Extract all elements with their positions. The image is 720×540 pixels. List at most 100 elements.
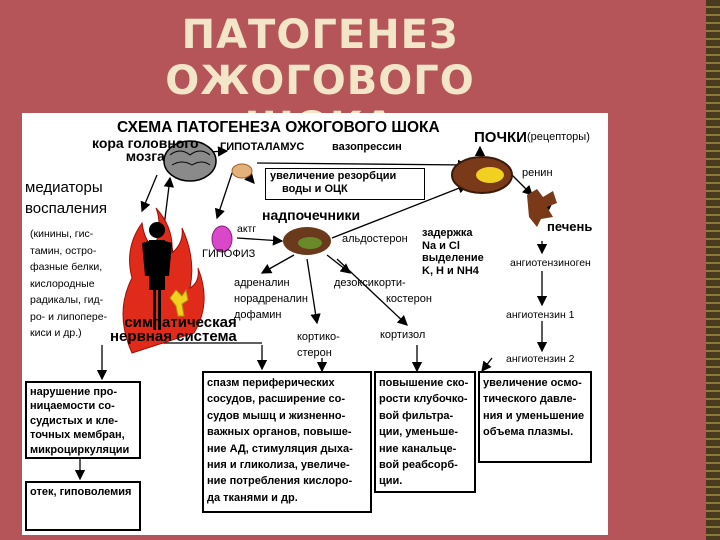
mediators-list-item: ро- и липопере-: [30, 310, 108, 323]
filtration-line: вой реабсорб-: [379, 459, 458, 472]
edema-box: отек, гиповолемия: [25, 481, 141, 531]
filtration-line: рости клубочко-: [379, 393, 468, 406]
arrow-hypophysis-adrenals: [236, 235, 284, 246]
cortex-label: кора головного мозга: [92, 135, 199, 164]
retention-label: задержка Na и Cl выделение K, H и NH4: [422, 227, 484, 277]
arrow-hypothalamus-kidneys: [256, 159, 469, 171]
aldosterone-label: альдостерон: [342, 233, 408, 245]
liver-label: печень: [547, 219, 593, 234]
kidneys-label: ПОЧКИ: [474, 129, 527, 146]
filtration-box: повышение ско- рости клубочко- вой фильт…: [374, 371, 476, 493]
spasm-line: ния и гликолиза, увеличе-: [207, 459, 350, 472]
arrow-adrenals-doc: [326, 254, 352, 274]
spasm-line: спазм периферических: [207, 377, 335, 389]
brain-icon: [163, 140, 217, 182]
spasm-line: ние АД, стимуляция дыха-: [207, 442, 353, 455]
mediators-list-item: радикалы, гид-: [30, 294, 104, 306]
spasm-line: да тканями и др.: [207, 491, 298, 504]
spasm-line: сосудов, расширение со-: [207, 393, 346, 406]
retention-line-4: K, H и NH4: [422, 264, 479, 277]
cortisol-label: кортизол: [380, 329, 426, 341]
mediators-list-item: кислородные: [30, 277, 95, 290]
angiotensin2-label: ангиотензин 2: [506, 353, 575, 365]
sympathetic-line-1: симпатическая: [124, 314, 237, 331]
hypothalamus-icon: [231, 163, 253, 179]
scheme-panel: СХЕМА ПАТОГЕНЕЗА ОЖОГОВОГО ШОКА кора гол…: [22, 113, 608, 535]
burning-figure-icon: [122, 207, 205, 354]
hypophysis-label: ГИПОФИЗ: [202, 248, 256, 260]
dopamine-line: дофамин: [234, 309, 282, 321]
permeability-line: ницаемости со-: [30, 400, 115, 413]
spasm-line: судов мышц и жизненно-: [207, 409, 346, 422]
permeability-box: нарушение про- ницаемости со- судистых и…: [25, 381, 141, 459]
mediators-list-item: фазные белки,: [30, 261, 103, 273]
mediators-list-item: (кинины, гис-: [30, 228, 94, 240]
corticosterone-line-2: стерон: [297, 347, 332, 359]
deoxycorticosterone-line-1: дезоксикорти-: [334, 277, 406, 289]
receptors-label: (рецепторы): [527, 131, 590, 143]
adrenals-label: надпочечники: [262, 207, 361, 223]
osmotic-line: объема плазмы.: [483, 426, 574, 439]
osmotic-line: увеличение осмо-: [483, 377, 582, 389]
permeability-line: микроциркуляции: [30, 443, 130, 456]
corticosterone-label: кортико- стерон: [297, 329, 340, 361]
edema-line: отек, гиповолемия: [30, 486, 132, 498]
adrenaline-line: адреналин: [234, 277, 290, 289]
filtration-line: ние канальце-: [379, 442, 457, 455]
cortex-label-line-2: мозга: [125, 148, 165, 164]
sympathetic-label: симпатическая нервная система: [110, 314, 237, 345]
arrow-cortex-mediators: [140, 174, 158, 213]
reabsorption-box: увеличение резорбции воды и ОЦК: [265, 168, 425, 200]
decorative-border-strip: [706, 0, 720, 540]
arrow-a2-osmotic: [481, 357, 493, 373]
osmotic-box: увеличение осмо- тического давле- ния и …: [478, 371, 592, 463]
acth-label: актг: [237, 223, 257, 235]
spasm-line: важных органов, повыше-: [207, 426, 352, 439]
scheme-heading: СХЕМА ПАТОГЕНЕЗА ОЖОГОВОГО ШОКА: [117, 119, 440, 136]
slide-title-line-1: ПАТОГЕНЕЗ ОЖОГОВОГО: [165, 12, 475, 104]
neuron-icon: [169, 288, 189, 317]
arrow-adrenals-kidneys: [331, 183, 469, 239]
kidney-icon: [451, 156, 513, 194]
reabsorption-line-1: увеличение резорбции: [270, 170, 397, 182]
hypophysis-icon: [211, 225, 233, 253]
deoxycorticosterone-label: дезоксикорти- костерон: [334, 275, 432, 307]
filtration-line: ции, уменьше-: [379, 426, 458, 439]
osmotic-line: ния и уменьшение: [483, 409, 585, 422]
filtration-line: повышение ско-: [379, 377, 469, 389]
mediators-line-1: медиаторы: [25, 179, 103, 196]
arrow-adrenals-cortisol: [336, 258, 408, 326]
angiotensinogen-label: ангиотензиноген: [510, 257, 591, 269]
retention-line-1: задержка: [422, 227, 473, 239]
sympathetic-line-2: нервная система: [110, 328, 237, 345]
mediators-list: (кинины, гис- тамин, остро- фазные белки…: [30, 226, 107, 342]
catecholamines-label: адреналин норадреналин дофамин: [234, 275, 308, 323]
reabsorption-line-2: воды и ОЦК: [282, 182, 348, 195]
arrow-kidneys-renin: [511, 174, 533, 196]
filtration-line: вой фильтра-: [379, 409, 454, 422]
renin-label: ренин: [522, 167, 553, 179]
filtration-line: ции.: [379, 475, 403, 488]
mediators-line-2: воспаления: [25, 200, 107, 217]
retention-line-2: Na и Cl: [422, 239, 460, 252]
osmotic-line: тического давле-: [483, 393, 577, 406]
spasm-box: спазм периферических сосудов, расширение…: [202, 371, 372, 513]
arrow-adrenals-adrenaline: [260, 254, 295, 274]
arrow-hypothalamus-hypophysis: [214, 172, 233, 220]
mediators-label: медиаторы воспаления: [25, 177, 107, 219]
noradrenaline-line: норадреналин: [234, 293, 308, 305]
liver-icon: [527, 189, 557, 227]
angiotensin1-label: ангиотензин 1: [506, 309, 575, 321]
permeability-line: точных мембран,: [30, 429, 125, 442]
mediators-list-item: тамин, остро-: [30, 244, 97, 257]
spasm-line: ние потребления кислоро-: [207, 475, 353, 488]
adrenal-icon: [283, 227, 331, 255]
mediators-list-item: киси и др.): [30, 327, 82, 339]
cortex-label-line-1: кора головного: [92, 135, 199, 151]
vasopressin-label: вазопрессин: [332, 141, 402, 153]
deoxycorticosterone-line-2: костерон: [386, 293, 432, 305]
arrow-adrenals-cortico: [306, 258, 321, 325]
hypothalamus-label: ГИПОТАЛАМУС: [220, 141, 305, 153]
corticosterone-line-1: кортико-: [297, 331, 340, 343]
permeability-line: нарушение про-: [30, 386, 118, 398]
